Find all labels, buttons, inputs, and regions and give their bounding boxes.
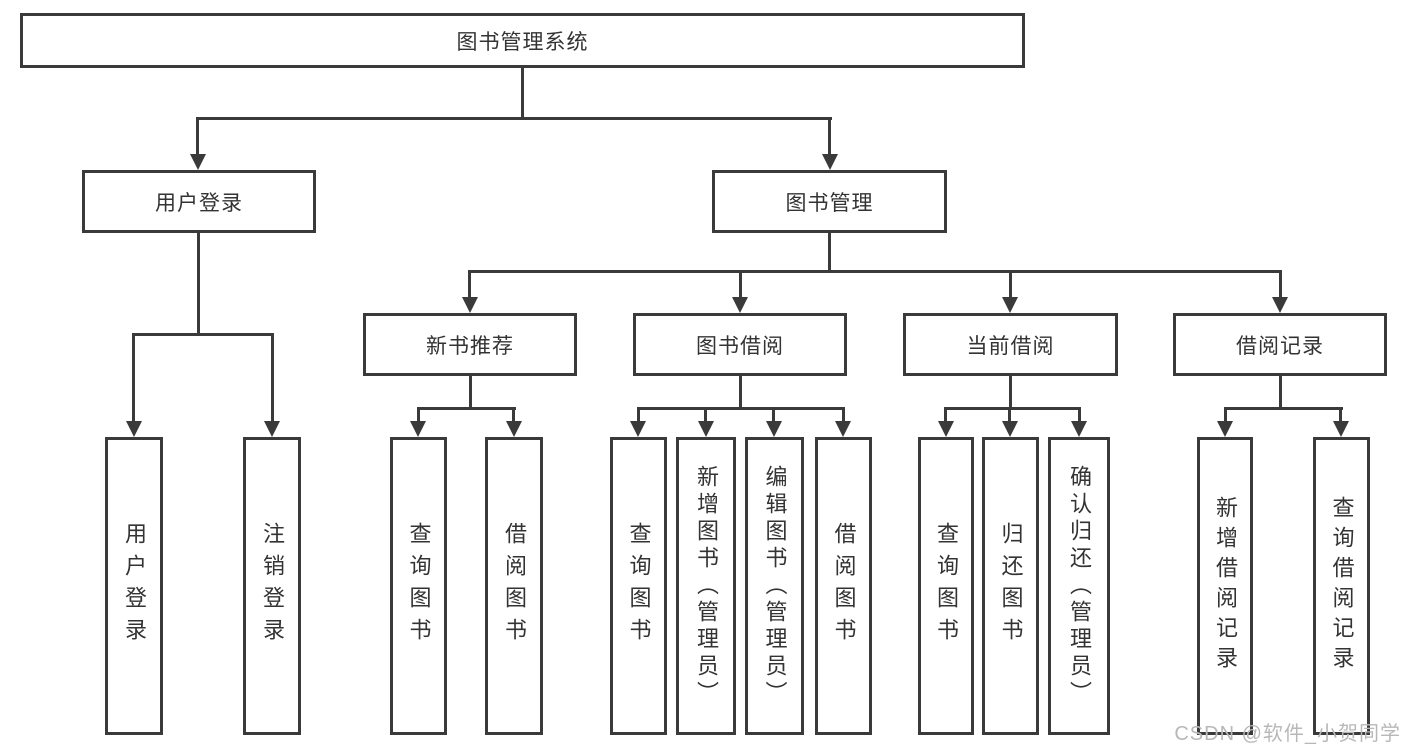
leaf-label: 确认归还（管理员）: [1067, 464, 1092, 708]
connector-line: [1009, 376, 1012, 410]
arrow-down-icon: [835, 421, 851, 437]
connector-line: [944, 407, 947, 423]
arrow-down-icon: [1217, 421, 1233, 437]
leaf-label: 编辑图书（管理员）: [762, 464, 788, 708]
connector-line: [1224, 407, 1227, 423]
arrow-down-icon: [1002, 421, 1018, 437]
arrow-down-icon: [462, 297, 478, 313]
connector-line: [196, 117, 832, 120]
leaf-user-login: 用户登录: [105, 437, 163, 735]
leaf-query-books-recommend: 查询图书: [390, 437, 447, 735]
connector-line: [828, 233, 831, 273]
leaf-label: 用户登录: [122, 522, 147, 650]
arrow-down-icon: [190, 154, 206, 170]
node-label: 新书推荐: [426, 334, 514, 358]
connector-line: [1224, 407, 1343, 410]
connector-line: [1339, 407, 1342, 423]
node-label: 图书管理系统: [456, 30, 589, 54]
arrow-down-icon: [630, 421, 646, 437]
arrow-down-icon: [766, 421, 782, 437]
connector-line: [468, 270, 1282, 273]
connector-line: [468, 270, 471, 299]
csdn-watermark: CSDN @软件_小贺同学: [1174, 723, 1401, 745]
node-label: 当前借阅: [966, 334, 1055, 358]
connector-line: [1078, 407, 1081, 423]
arrow-down-icon: [698, 421, 714, 437]
arrow-down-icon: [822, 154, 838, 170]
node-label: 图书借阅: [696, 334, 784, 358]
leaf-label: 新增图书（管理员）: [694, 464, 719, 708]
leaf-confirm-return-admin: 确认归还（管理员）: [1048, 437, 1110, 735]
connector-line: [772, 407, 775, 423]
connector-line: [739, 270, 742, 299]
connector-line: [271, 333, 274, 423]
leaf-label: 借阅图书: [502, 522, 527, 650]
connector-line: [469, 376, 472, 410]
connector-line: [512, 407, 515, 423]
connector-line: [1008, 407, 1011, 423]
connector-line: [739, 376, 742, 410]
leaf-label: 查询图书: [626, 522, 652, 650]
connector-line: [1009, 270, 1012, 299]
leaf-label: 归还图书: [998, 522, 1024, 650]
connector-line: [704, 407, 707, 423]
node-book-management-branch: 图书管理: [712, 170, 947, 233]
leaf-logout: 注销登录: [243, 437, 301, 735]
node-root-library-system: 图书管理系统: [20, 13, 1025, 68]
arrow-down-icon: [506, 421, 522, 437]
arrow-down-icon: [938, 421, 954, 437]
node-new-book-recommendation: 新书推荐: [363, 313, 577, 376]
node-label: 用户登录: [155, 191, 243, 215]
connector-line: [1279, 376, 1282, 410]
leaf-label: 新增借阅记录: [1213, 496, 1238, 676]
leaf-borrow-books-recommend: 借阅图书: [485, 437, 543, 735]
connector-line: [637, 407, 640, 423]
leaf-query-borrow-record: 查询借阅记录: [1313, 437, 1370, 735]
arrow-down-icon: [126, 421, 142, 437]
leaf-borrow-books: 借阅图书: [815, 437, 872, 735]
node-current-borrowing: 当前借阅: [903, 313, 1118, 376]
connector-line: [132, 333, 274, 336]
arrow-down-icon: [1333, 421, 1349, 437]
arrow-down-icon: [410, 421, 426, 437]
leaf-label: 查询图书: [406, 522, 432, 650]
leaf-query-books-borrowing: 查询图书: [610, 437, 667, 735]
connector-line: [944, 407, 1081, 410]
connector-line: [197, 233, 200, 336]
connector-line: [132, 333, 135, 423]
connector-line: [417, 407, 420, 423]
arrow-down-icon: [732, 297, 748, 313]
connector-line: [842, 407, 845, 423]
node-book-borrowing: 图书借阅: [633, 313, 847, 376]
connector-line: [637, 407, 845, 410]
leaf-label: 借阅图书: [831, 522, 857, 650]
leaf-return-book: 归还图书: [982, 437, 1039, 735]
leaf-label: 注销登录: [260, 522, 285, 650]
connector-line: [196, 117, 199, 157]
leaf-add-book-admin: 新增图书（管理员）: [676, 437, 736, 735]
node-borrowing-records: 借阅记录: [1173, 313, 1387, 376]
arrow-down-icon: [1002, 297, 1018, 313]
node-label: 借阅记录: [1236, 334, 1324, 358]
leaf-edit-book-admin: 编辑图书（管理员）: [745, 437, 804, 735]
node-label: 图书管理: [785, 191, 874, 215]
connector-line: [828, 117, 831, 157]
connector-line: [417, 407, 516, 410]
leaf-query-books-current: 查询图书: [918, 437, 974, 735]
arrow-down-icon: [1071, 421, 1087, 437]
leaf-label: 查询图书: [934, 522, 959, 650]
connector-line: [1279, 270, 1282, 299]
arrow-down-icon: [1272, 297, 1288, 313]
leaf-add-borrow-record: 新增借阅记录: [1197, 437, 1253, 735]
node-user-login-branch: 用户登录: [82, 170, 316, 233]
connector-line: [521, 68, 524, 120]
leaf-label: 查询借阅记录: [1329, 496, 1355, 676]
arrow-down-icon: [264, 421, 280, 437]
